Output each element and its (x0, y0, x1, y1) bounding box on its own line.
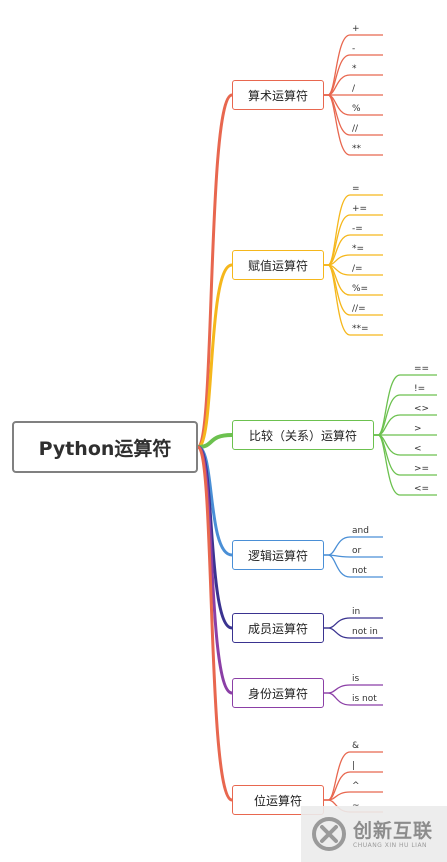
root-node: Python运算符 (12, 421, 198, 473)
leaf-connector-5-1 (324, 692, 383, 706)
category-node-5: 身份运算符 (232, 678, 324, 708)
watermark-subtitle: CHUANG XIN HU LIAN (353, 841, 428, 849)
leaf-label-2-1: != (414, 384, 426, 394)
leaf-connector-0-6 (324, 94, 383, 156)
leaf-label-3-2: not (352, 566, 367, 576)
leaf-label-1-3: *= (352, 244, 365, 254)
leaf-label-6-1: | (352, 761, 356, 771)
leaf-label-4-0: in (352, 607, 361, 617)
leaf-label-0-6: ** (352, 144, 361, 154)
leaf-label-2-3: > (414, 424, 422, 434)
leaf-label-1-6: //= (352, 304, 366, 314)
leaf-label-3-1: or (352, 546, 362, 556)
leaf-label-2-0: == (414, 364, 430, 374)
leaf-connector-1-7 (324, 264, 383, 336)
leaf-label-0-4: % (352, 104, 361, 114)
leaf-label-1-4: /= (352, 264, 363, 274)
leaf-label-2-5: >= (414, 464, 430, 474)
branch-6 (196, 445, 233, 802)
watermark: 创新互联 CHUANG XIN HU LIAN (301, 806, 447, 862)
leaf-label-1-5: %= (352, 284, 369, 294)
leaf-label-0-5: // (352, 124, 359, 134)
leaf-label-4-1: not in (352, 627, 378, 637)
category-node-4: 成员运算符 (232, 613, 324, 643)
leaf-connector-3-2 (324, 554, 383, 578)
leaf-connector-6-0 (324, 751, 383, 801)
branch-2 (197, 433, 233, 449)
category-node-2: 比较（关系）运算符 (232, 420, 374, 450)
leaf-label-2-6: <= (414, 484, 430, 494)
leaf-label-2-2: <> (414, 404, 430, 414)
leaf-label-1-2: -= (352, 224, 363, 234)
watermark-title: 创新互联 (353, 819, 434, 842)
leaf-label-2-4: < (414, 444, 422, 454)
leaf-label-0-2: * (352, 64, 357, 74)
leaf-label-0-3: / (352, 84, 356, 94)
leaf-label-3-0: and (352, 526, 369, 536)
leaf-label-1-0: = (352, 184, 360, 194)
leaf-label-1-1: += (352, 204, 368, 214)
branch-1 (197, 263, 233, 449)
logo-mark-icon (312, 817, 346, 851)
leaf-label-6-0: & (352, 741, 360, 751)
leaf-label-0-0: + (352, 24, 360, 34)
leaf-label-0-1: - (352, 44, 356, 54)
leaf-label-5-1: is not (352, 694, 377, 704)
leaf-connector-4-1 (324, 627, 383, 639)
branch-0 (196, 93, 233, 449)
category-node-3: 逻辑运算符 (232, 540, 324, 570)
leaf-label-5-0: is (352, 674, 360, 684)
leaf-connector-5-0 (324, 684, 383, 694)
leaf-connector-1-1 (324, 214, 383, 266)
leaf-label-1-7: **= (352, 324, 369, 334)
category-node-1: 赋值运算符 (232, 250, 324, 280)
leaf-connector-2-6 (374, 434, 437, 496)
category-node-0: 算术运算符 (232, 80, 324, 110)
leaf-label-6-2: ^ (352, 781, 360, 791)
